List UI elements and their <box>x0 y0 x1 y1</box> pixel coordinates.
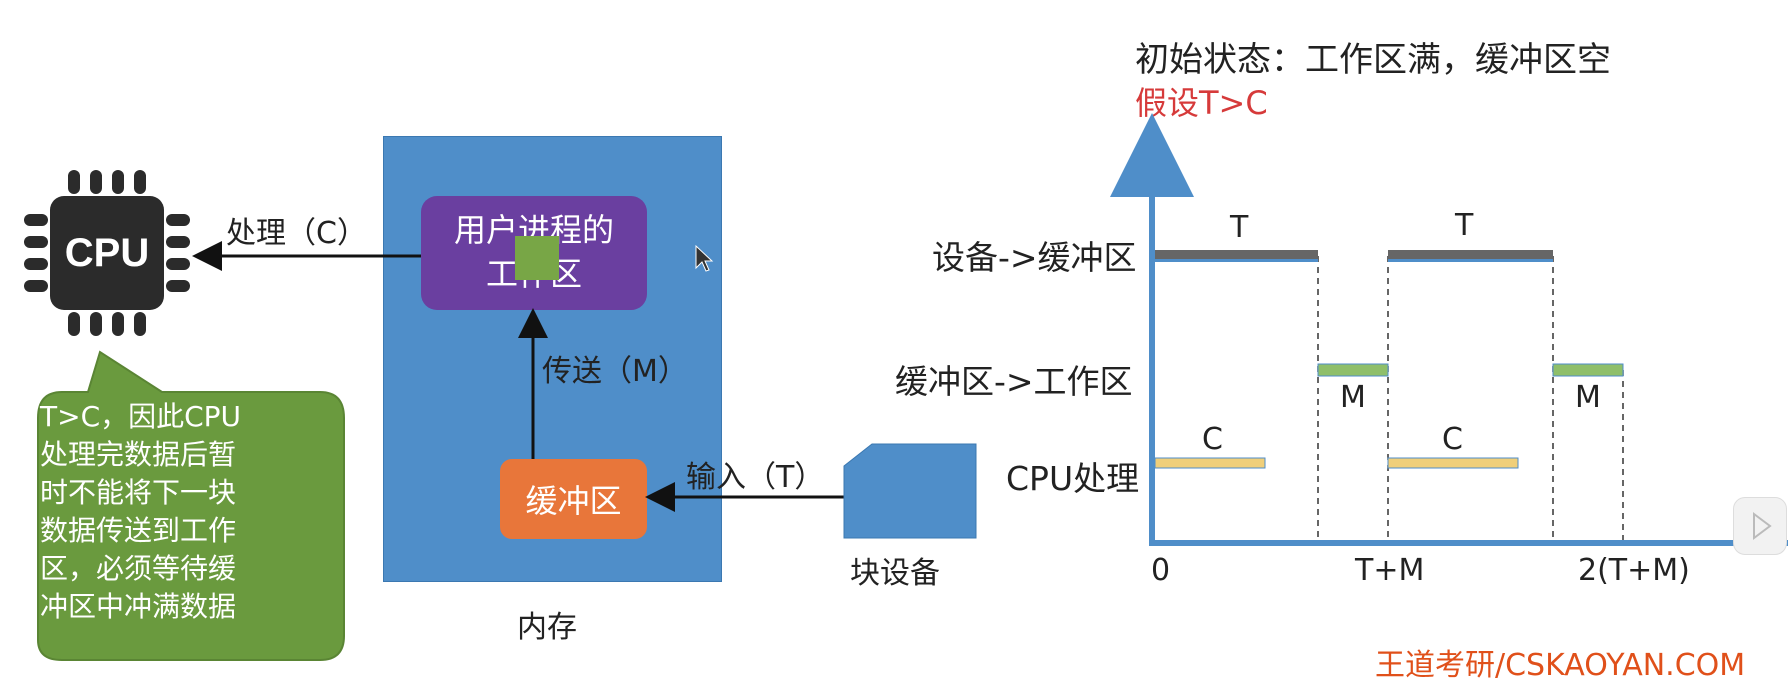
device-bar-1 <box>1155 250 1318 261</box>
block-device-label: 块设备 <box>850 556 940 591</box>
bar-label-t1: T <box>1230 210 1249 245</box>
speech-bubble <box>37 350 345 661</box>
cpu-bar-1 <box>1154 457 1266 469</box>
process-label: 处理（C） <box>226 216 367 251</box>
bar-label-c1: C <box>1202 422 1223 457</box>
row-label-device: 设备->缓冲区 <box>932 238 1137 277</box>
timeline-chart <box>1110 113 1788 546</box>
buffer-bar-2 <box>1552 363 1624 377</box>
bar-label-c2: C <box>1442 422 1463 457</box>
x-tick-2: 2(T+M) <box>1578 553 1690 588</box>
watermark: 王道考研/CSKAOYAN.COM <box>1375 648 1746 683</box>
memory-label: 内存 <box>517 610 577 645</box>
play-button[interactable] <box>1733 497 1787 555</box>
cpu-chip-icon: CPU <box>22 168 192 338</box>
timeline-title: 初始状态：工作区满，缓冲区空 <box>1135 40 1611 80</box>
bar-label-t2: T <box>1455 208 1474 243</box>
row-label-buffer: 缓冲区->工作区 <box>895 362 1133 401</box>
input-label: 输入（T） <box>686 460 825 495</box>
data-block <box>515 236 559 280</box>
x-tick-0: 0 <box>1151 553 1171 588</box>
cpu-label: CPU <box>50 196 164 310</box>
play-icon <box>1753 512 1772 540</box>
bubble-text: T>C，因此CPU 处理完数据后暂 时不能将下一块 数据传送到工作 区，必须等待… <box>40 400 242 623</box>
cpu-bar-2 <box>1387 457 1519 469</box>
device-bar-2 <box>1388 250 1553 261</box>
x-tick-1: T+M <box>1355 553 1425 588</box>
row-label-cpu: CPU处理 <box>1006 459 1140 498</box>
bar-label-m1: M <box>1340 380 1366 415</box>
bar-label-m2: M <box>1575 380 1601 415</box>
buffer-bar-1 <box>1317 363 1389 377</box>
flow-arrows <box>192 241 977 539</box>
mouse-cursor-icon <box>695 244 714 272</box>
transfer-label: 传送（M） <box>542 354 688 389</box>
buffer-box: 缓冲区 <box>500 459 647 539</box>
